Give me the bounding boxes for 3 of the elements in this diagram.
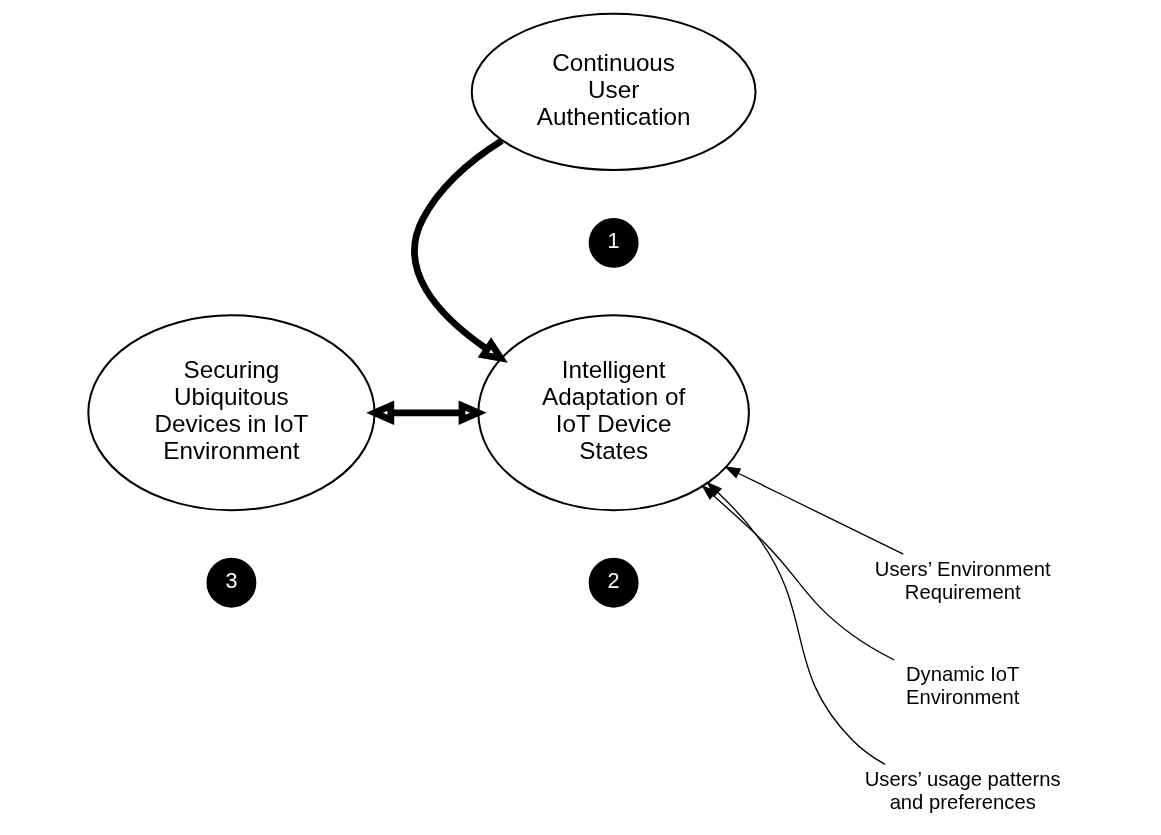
node-text: Users’ Environment Requirement [874,557,1051,603]
node-text: Dynamic IoT Environment [905,663,1020,709]
node-text: Users’ usage patterns and preferences [864,768,1061,814]
